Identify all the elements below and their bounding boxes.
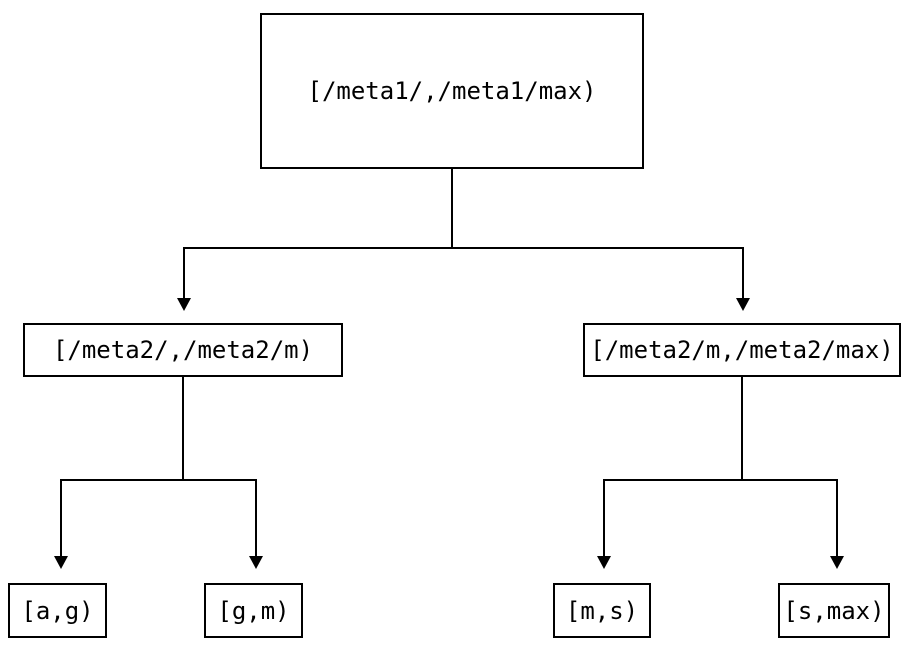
- node-leaf-ms-label: [m,s): [565, 596, 639, 625]
- node-right-label: [/meta2/m,/meta2/max): [590, 336, 894, 364]
- node-left-label: [/meta2/,/meta2/m): [52, 336, 314, 364]
- node-left: [/meta2/,/meta2/m): [23, 323, 343, 377]
- node-root: [/meta1/,/meta1/max): [260, 13, 644, 169]
- node-leaf-smax-label: [s,max): [783, 596, 885, 625]
- node-leaf-gm-label: [g,m): [217, 596, 290, 625]
- arrowhead-icon: [177, 298, 191, 311]
- node-right: [/meta2/m,/meta2/max): [583, 323, 901, 377]
- node-root-label: [/meta1/,/meta1/max): [307, 77, 597, 105]
- node-leaf-ag-label: [a,g): [21, 596, 94, 625]
- arrowhead-icon: [830, 556, 844, 569]
- arrowhead-icon: [54, 556, 68, 569]
- node-leaf-ms: [m,s): [553, 583, 651, 638]
- node-leaf-ag: [a,g): [8, 583, 107, 638]
- arrowhead-icon: [597, 556, 611, 569]
- node-leaf-smax: [s,max): [778, 583, 890, 638]
- arrowhead-icon: [249, 556, 263, 569]
- node-leaf-gm: [g,m): [204, 583, 303, 638]
- arrowhead-icon: [736, 298, 750, 311]
